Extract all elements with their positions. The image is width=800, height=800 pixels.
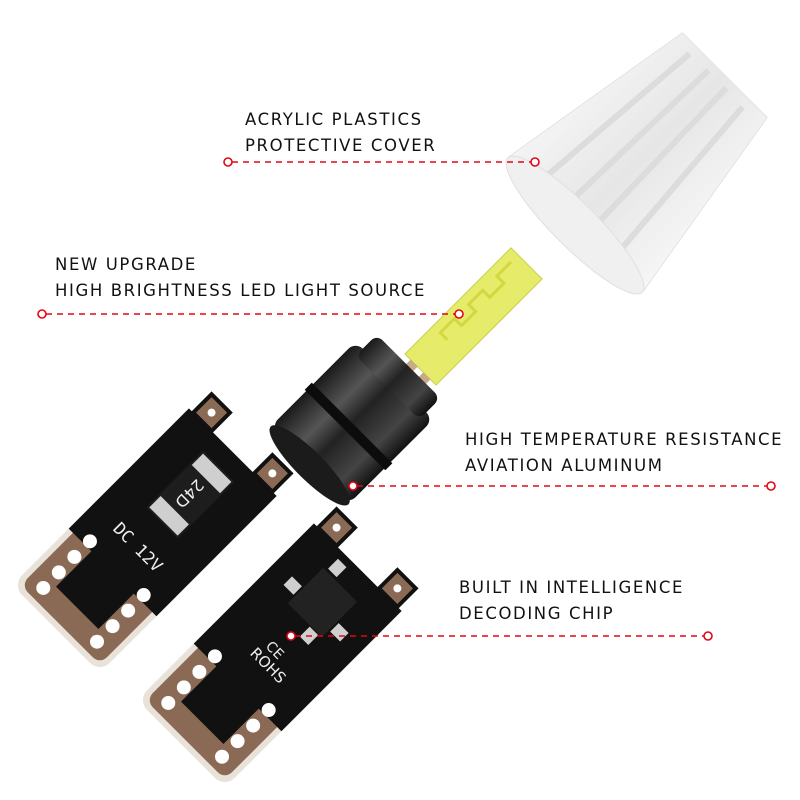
decoding-chip bbox=[287, 567, 358, 638]
aluminum-housing bbox=[269, 337, 438, 506]
callout-dot bbox=[286, 631, 296, 641]
callout-chip: BUILT IN INTELLIGENCE DECODING CHIP bbox=[459, 575, 684, 627]
callout-subtitle: AVIATION ALUMINUM bbox=[465, 456, 664, 475]
callout-cover: ACRYLIC PLASTICS PROTECTIVE COVER bbox=[245, 107, 436, 159]
callout-subtitle: HIGH BRIGHTNESS LED LIGHT SOURCE bbox=[55, 281, 427, 300]
callout-subtitle: DECODING CHIP bbox=[459, 604, 615, 623]
callout-dot bbox=[37, 309, 47, 319]
callout-title: ACRYLIC PLASTICS bbox=[245, 110, 423, 129]
callout-title: BUILT IN INTELLIGENCE bbox=[459, 578, 685, 597]
callout-aluminum: HIGH TEMPERATURE RESISTANCE AVIATION ALU… bbox=[465, 427, 783, 479]
callout-dot bbox=[530, 157, 540, 167]
callout-dot bbox=[766, 481, 776, 491]
acrylic-cover bbox=[505, 32, 768, 295]
callout-title: HIGH TEMPERATURE RESISTANCE bbox=[465, 430, 784, 449]
callout-dot bbox=[703, 631, 713, 641]
callout-dot bbox=[348, 481, 358, 491]
pcb-resistor-board: 24D DC 12V bbox=[17, 391, 294, 668]
callout-title: NEW UPGRADE bbox=[55, 255, 197, 274]
callout-subtitle: PROTECTIVE COVER bbox=[245, 136, 437, 155]
callout-dot bbox=[454, 309, 464, 319]
callout-led: NEW UPGRADE HIGH BRIGHTNESS LED LIGHT SO… bbox=[55, 252, 426, 304]
callout-dot bbox=[223, 157, 233, 167]
